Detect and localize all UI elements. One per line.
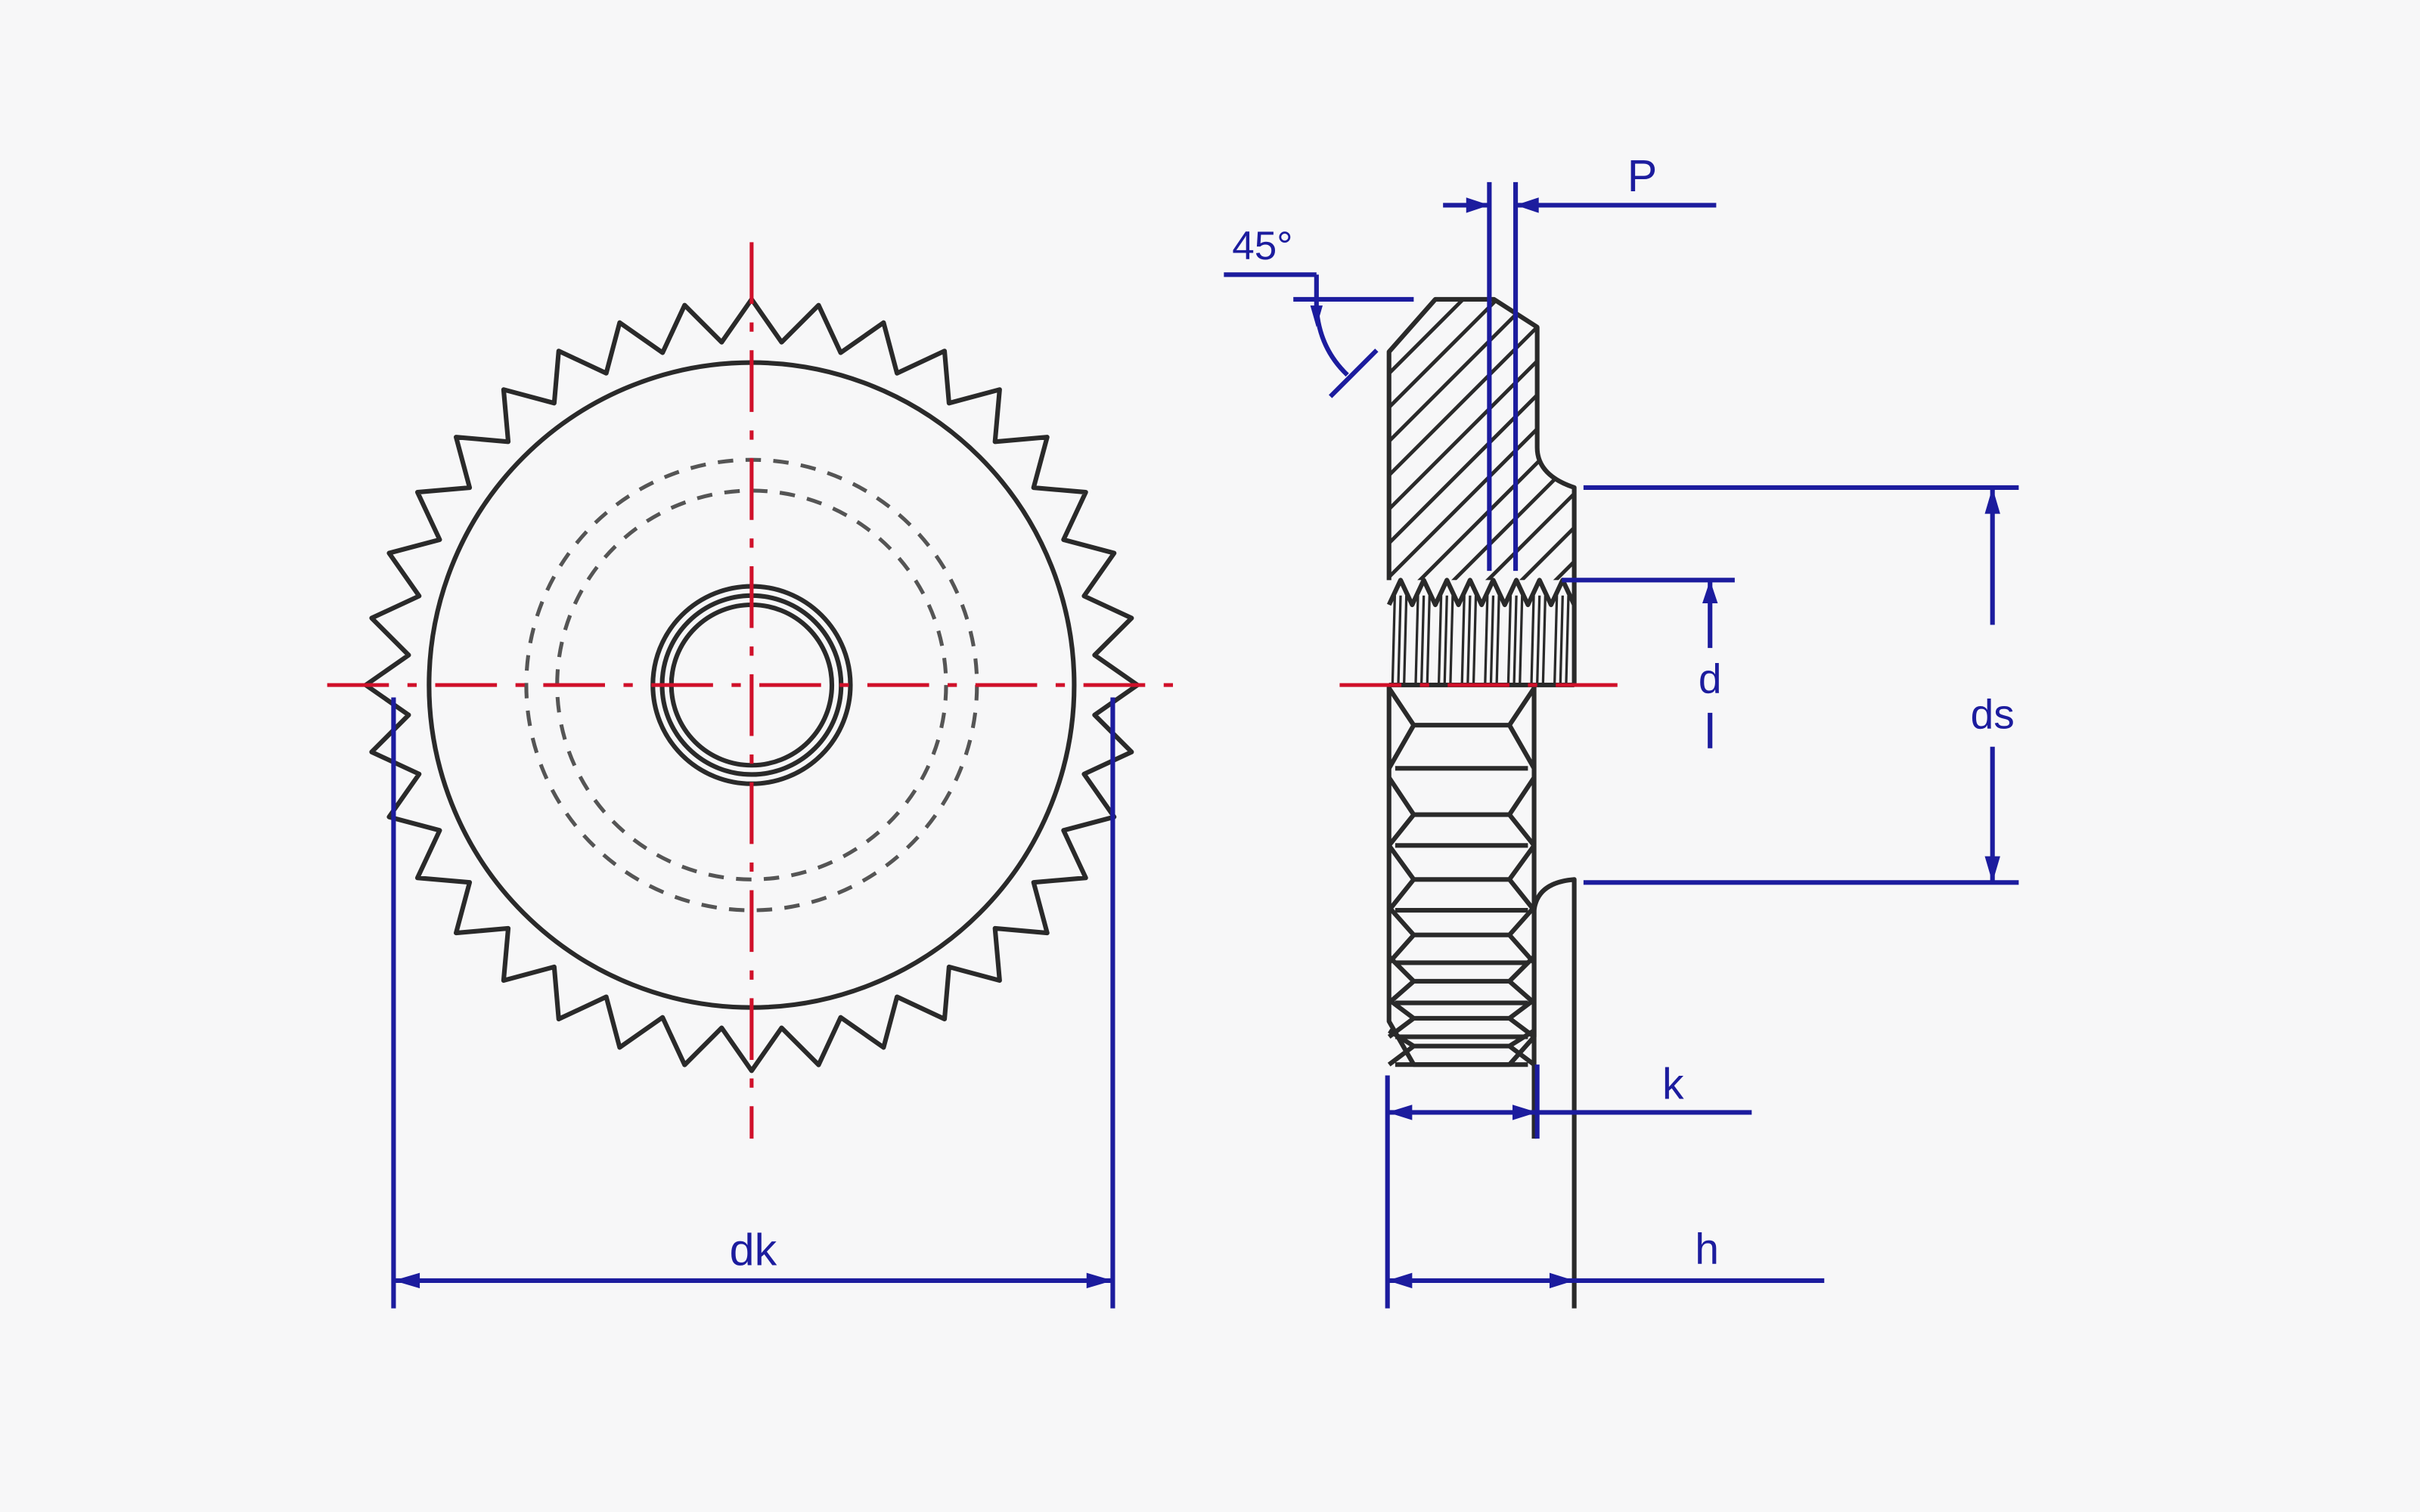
d-label: d [1699, 655, 1722, 702]
hatch-line [1388, 299, 1505, 581]
hatch-line [1465, 299, 1575, 581]
thread-flank-line [1506, 595, 1512, 686]
hatch-line [1388, 299, 1403, 581]
thread-flank-line [1419, 595, 1426, 686]
knurl-bands [1387, 686, 1537, 1067]
thread-flank-line [1536, 595, 1541, 686]
hidden-collar-inner-circle [555, 488, 948, 881]
hatch-line [1397, 299, 1575, 581]
dk-dimension: dk [391, 697, 1115, 1309]
section-hatching [991, 293, 1944, 602]
k-dimension: k [1385, 1060, 1752, 1309]
ds-dimension: ds [1583, 485, 2019, 885]
knurl-band [1387, 998, 1536, 1040]
hatch-line [1388, 299, 1573, 581]
hatch-line [1388, 299, 1575, 581]
k-label: k [1662, 1060, 1684, 1108]
flange-section-outline [1386, 296, 1577, 581]
hatch-line [1431, 299, 1575, 581]
thread-flank-line [1512, 595, 1518, 686]
hatch-line [1388, 299, 1471, 581]
d-dimension: d [1562, 578, 1735, 748]
hatch-line [1636, 293, 1944, 602]
knurl-band [1387, 1028, 1536, 1067]
thread-flank-line [1466, 595, 1472, 686]
thread-flank-line [1403, 595, 1408, 686]
ds-label: ds [1971, 690, 2015, 737]
thread-flank-line [1495, 595, 1500, 686]
angle-label: 45° [1232, 224, 1292, 268]
hatch-line [1566, 299, 1575, 581]
h-label: h [1695, 1225, 1719, 1273]
thread-flank-line [1530, 595, 1535, 686]
knurled-rim-outline [363, 296, 1140, 1074]
thread-flank-line [1437, 595, 1443, 686]
knurl-band [1387, 844, 1537, 913]
thread-flank-line [1460, 595, 1466, 686]
knurl-band [1387, 776, 1537, 848]
thread-flank-lines [1391, 595, 1570, 686]
thread-flank-line [1484, 595, 1489, 686]
angle-dimension: 45° [1224, 224, 1414, 398]
thread-flank-line [1541, 595, 1547, 686]
internal-thread-teeth [1386, 578, 1577, 608]
p-label: P [1627, 150, 1657, 201]
hatch-line [1388, 299, 1575, 581]
thread-flank-line [1414, 595, 1419, 686]
thread-flank-line [1443, 595, 1448, 686]
thread-flank-line [1559, 595, 1564, 686]
knurl-band [1387, 905, 1536, 965]
h-dimension: h [1387, 1225, 1825, 1289]
knurl-band [1387, 686, 1537, 771]
thread-flank-line [1391, 595, 1397, 686]
thread-flank-line [1565, 595, 1570, 686]
hatch-line [1532, 299, 1575, 581]
p-dimension: P [1443, 150, 1717, 572]
thread-flank-line [1426, 595, 1431, 686]
front-view [327, 242, 1177, 1139]
dk-label: dk [730, 1224, 777, 1275]
thread-flank-line [1553, 595, 1559, 686]
hatch-line [1388, 299, 1575, 581]
knurl-band [1387, 955, 1536, 1005]
hatch-line [1025, 293, 1333, 602]
thread-flank-line [1489, 595, 1495, 686]
shank-lower-outline [1531, 877, 1577, 1309]
thread-flank-line [1397, 595, 1402, 686]
dimensions: dk P 45° d [391, 150, 2019, 1309]
thread-flank-line [1449, 595, 1454, 686]
hatch-line [1602, 293, 1910, 602]
thread-flank-line [1472, 595, 1478, 686]
hatch-line [1388, 299, 1539, 581]
hatch-line [1498, 299, 1575, 581]
hatch-line [991, 293, 1299, 602]
thread-flank-line [1519, 595, 1524, 686]
